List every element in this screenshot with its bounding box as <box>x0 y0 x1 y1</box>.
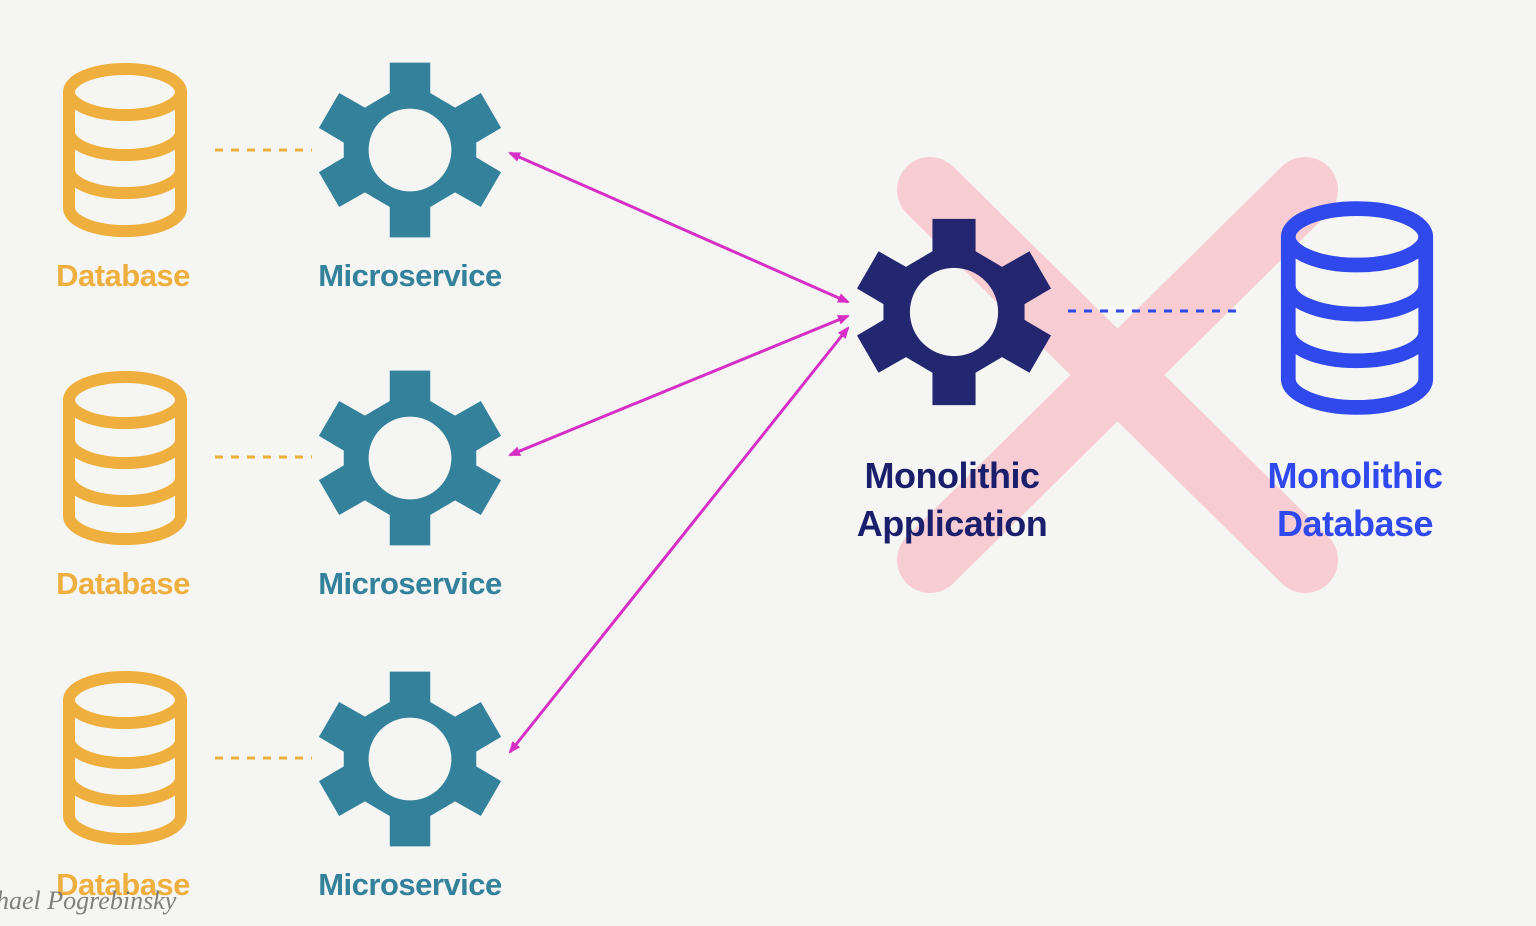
database-icon <box>69 377 181 539</box>
monolithic-database-label: Monolithic Database <box>1267 455 1443 544</box>
arrow-service-2 <box>508 314 850 457</box>
x-mark-stroke-b <box>897 157 1338 593</box>
monolithic-application-label: Monolithic Application <box>856 455 1048 544</box>
database-label: Database <box>56 867 190 902</box>
database-icon <box>69 69 181 231</box>
gear-icon <box>318 370 502 546</box>
gear-icon <box>318 62 502 238</box>
microservice-label: Microservice <box>318 258 502 293</box>
microservice-label: Microservice <box>318 566 502 601</box>
database-label: Database <box>56 258 190 293</box>
microservice-label: Microservice <box>318 867 502 902</box>
gear-icon <box>318 671 502 847</box>
x-mark-icon <box>897 157 1338 593</box>
arrow-service-3 <box>508 326 850 754</box>
database-label: Database <box>56 566 190 601</box>
author-credit: hael Pogrebinsky <box>0 886 177 915</box>
arrow-service-1 <box>508 151 850 304</box>
database-icon <box>1288 209 1425 408</box>
database-icon <box>69 677 181 839</box>
